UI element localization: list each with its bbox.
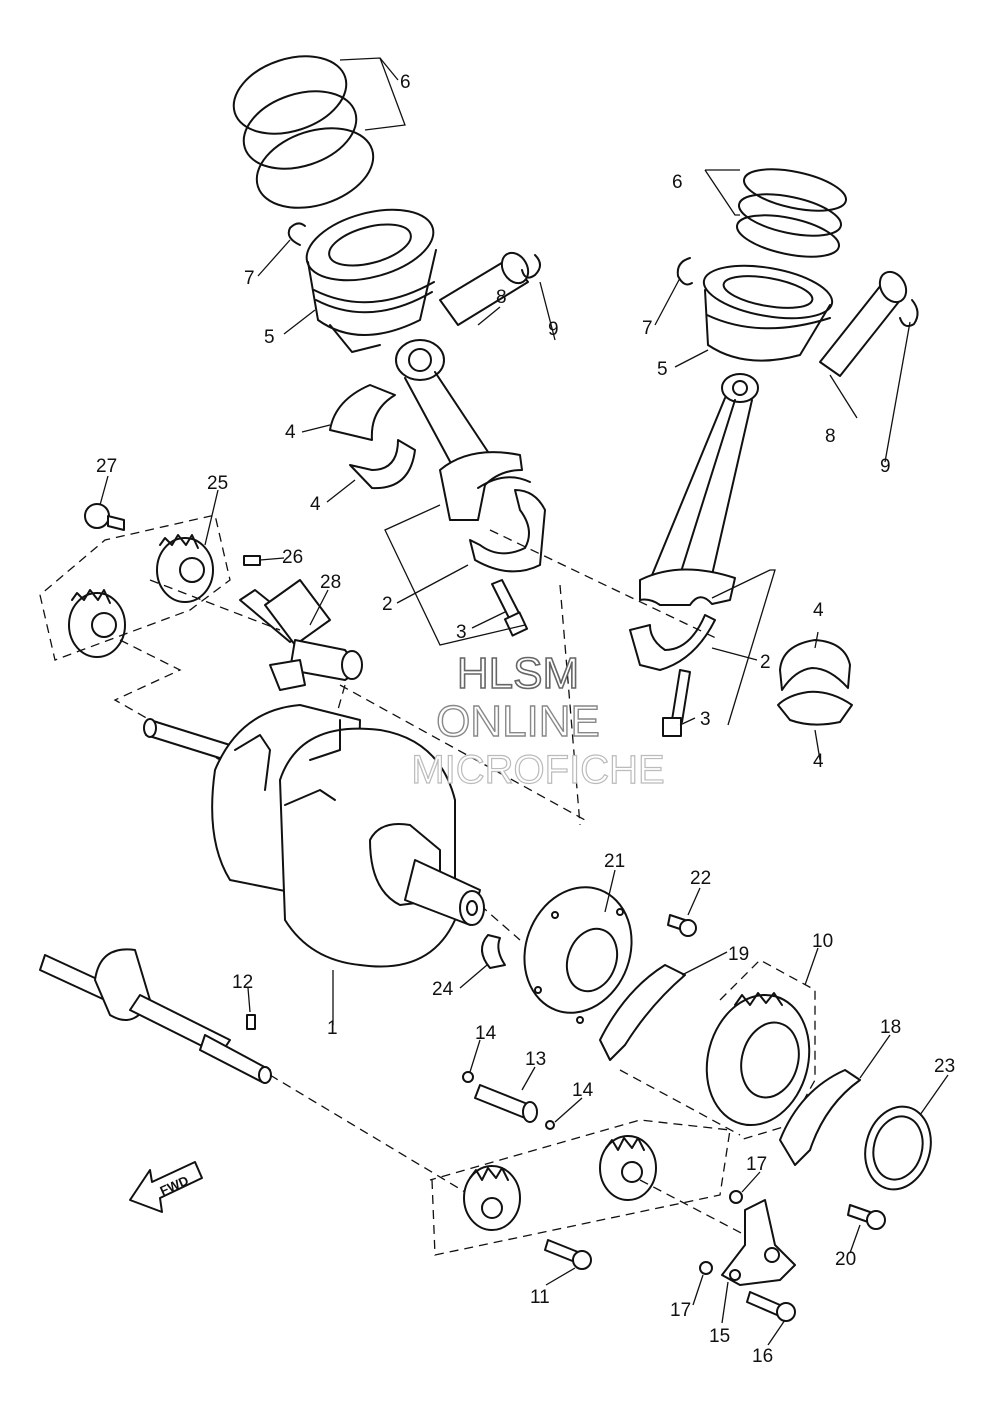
callout-2b: 2 xyxy=(760,652,771,673)
bolt-20 xyxy=(847,1204,886,1230)
pin-17b xyxy=(699,1261,713,1275)
callout-13: 13 xyxy=(525,1049,546,1070)
fwd-arrow-icon: FWD xyxy=(129,1161,203,1213)
callout-4c: 4 xyxy=(813,600,824,621)
callout-6b: 6 xyxy=(672,172,683,193)
watermark-line2: ONLINE xyxy=(436,697,600,746)
flange-21 xyxy=(523,886,633,1024)
ring-23 xyxy=(864,1105,932,1191)
callout-14b: 14 xyxy=(572,1080,594,1101)
callout-17a: 17 xyxy=(746,1154,767,1175)
key-12 xyxy=(246,1014,256,1030)
gear-bottom-right xyxy=(599,1135,657,1201)
rod-cap-right xyxy=(629,614,716,671)
watermark-line1: HLSM xyxy=(457,649,579,698)
piston-rings-right xyxy=(735,168,848,258)
callout-28: 28 xyxy=(320,572,341,593)
bolt-16 xyxy=(746,1291,796,1322)
balancer-shaft-28 xyxy=(239,579,363,691)
callout-11: 11 xyxy=(530,1287,550,1308)
rod-bolt-right xyxy=(662,669,691,737)
callout-27: 27 xyxy=(96,456,117,477)
connecting-rod-right xyxy=(639,373,759,606)
bearing-18 xyxy=(779,1069,861,1166)
piston-left xyxy=(305,208,437,353)
callout-4d: 4 xyxy=(813,751,824,772)
callout-10: 10 xyxy=(812,931,833,952)
callout-16: 16 xyxy=(752,1346,773,1367)
piston-rings-left xyxy=(232,55,375,209)
gear-left-outer xyxy=(68,589,126,658)
lever-15 xyxy=(721,1199,796,1286)
callout-3a: 3 xyxy=(456,622,467,643)
callout-2a: 2 xyxy=(382,594,393,615)
key-26 xyxy=(243,555,261,566)
callout-1: 1 xyxy=(327,1018,338,1039)
callouts: 6 6 7 7 5 5 8 8 9 9 4 4 4 4 27 25 26 28 … xyxy=(96,72,955,1367)
bearing-19 xyxy=(599,964,686,1061)
callout-7b: 7 xyxy=(642,318,653,339)
callout-24: 24 xyxy=(432,979,454,1000)
bolt-11 xyxy=(544,1239,592,1270)
callout-12: 12 xyxy=(232,972,253,993)
circlip-right-9 xyxy=(899,299,919,327)
callout-21: 21 xyxy=(604,851,625,872)
shaft-lower-left xyxy=(39,948,272,1084)
washer-24 xyxy=(481,934,506,969)
callout-19: 19 xyxy=(728,944,749,965)
bearing-upper-right xyxy=(779,639,851,691)
gear-bottom-left xyxy=(463,1165,521,1231)
rod-cap-left xyxy=(469,489,546,573)
crankshaft-1 xyxy=(143,704,485,968)
callout-23: 23 xyxy=(934,1056,955,1077)
o-ring-14a xyxy=(462,1071,474,1083)
callout-8a: 8 xyxy=(496,287,507,308)
gear-27-bolt xyxy=(84,503,125,531)
callout-5a: 5 xyxy=(264,327,275,348)
callout-22: 22 xyxy=(690,868,711,889)
piston-pin-left xyxy=(439,251,530,326)
callout-26: 26 xyxy=(282,547,303,568)
callout-20: 20 xyxy=(835,1249,856,1270)
circlip-left-9 xyxy=(521,254,541,279)
callout-7a: 7 xyxy=(244,268,255,289)
callout-4b: 4 xyxy=(310,494,321,515)
callout-17b: 17 xyxy=(670,1300,691,1321)
bearing-lower-left xyxy=(349,439,416,490)
callout-9b: 9 xyxy=(880,456,891,477)
callout-14a: 14 xyxy=(475,1023,497,1044)
o-ring-14b xyxy=(545,1120,555,1130)
callout-3b: 3 xyxy=(700,709,711,730)
watermark-line3: MICROFICHE xyxy=(411,748,664,792)
piston-right xyxy=(702,264,834,362)
callout-15: 15 xyxy=(709,1326,730,1347)
watermark: HLSM ONLINE MICROFICHE xyxy=(411,648,666,792)
callout-4a: 4 xyxy=(285,422,296,443)
bolt-22 xyxy=(667,914,697,937)
callout-5b: 5 xyxy=(657,359,668,380)
callout-9a: 9 xyxy=(548,319,559,340)
callout-8b: 8 xyxy=(825,426,836,447)
callout-6a: 6 xyxy=(400,72,411,93)
gear-25 xyxy=(156,534,214,603)
circlip-left xyxy=(287,222,306,246)
circlip-right xyxy=(676,257,693,286)
bearing-lower-right xyxy=(777,690,853,726)
rod-bolt-left xyxy=(491,579,529,637)
piston-pin-right xyxy=(819,270,908,377)
bearing-upper-left xyxy=(329,384,396,441)
stud-13 xyxy=(474,1084,538,1123)
pin-17a xyxy=(729,1190,743,1204)
gear-10 xyxy=(705,992,811,1127)
callout-18: 18 xyxy=(880,1017,901,1038)
connecting-rod-left xyxy=(395,339,531,521)
callout-25: 25 xyxy=(207,473,228,494)
